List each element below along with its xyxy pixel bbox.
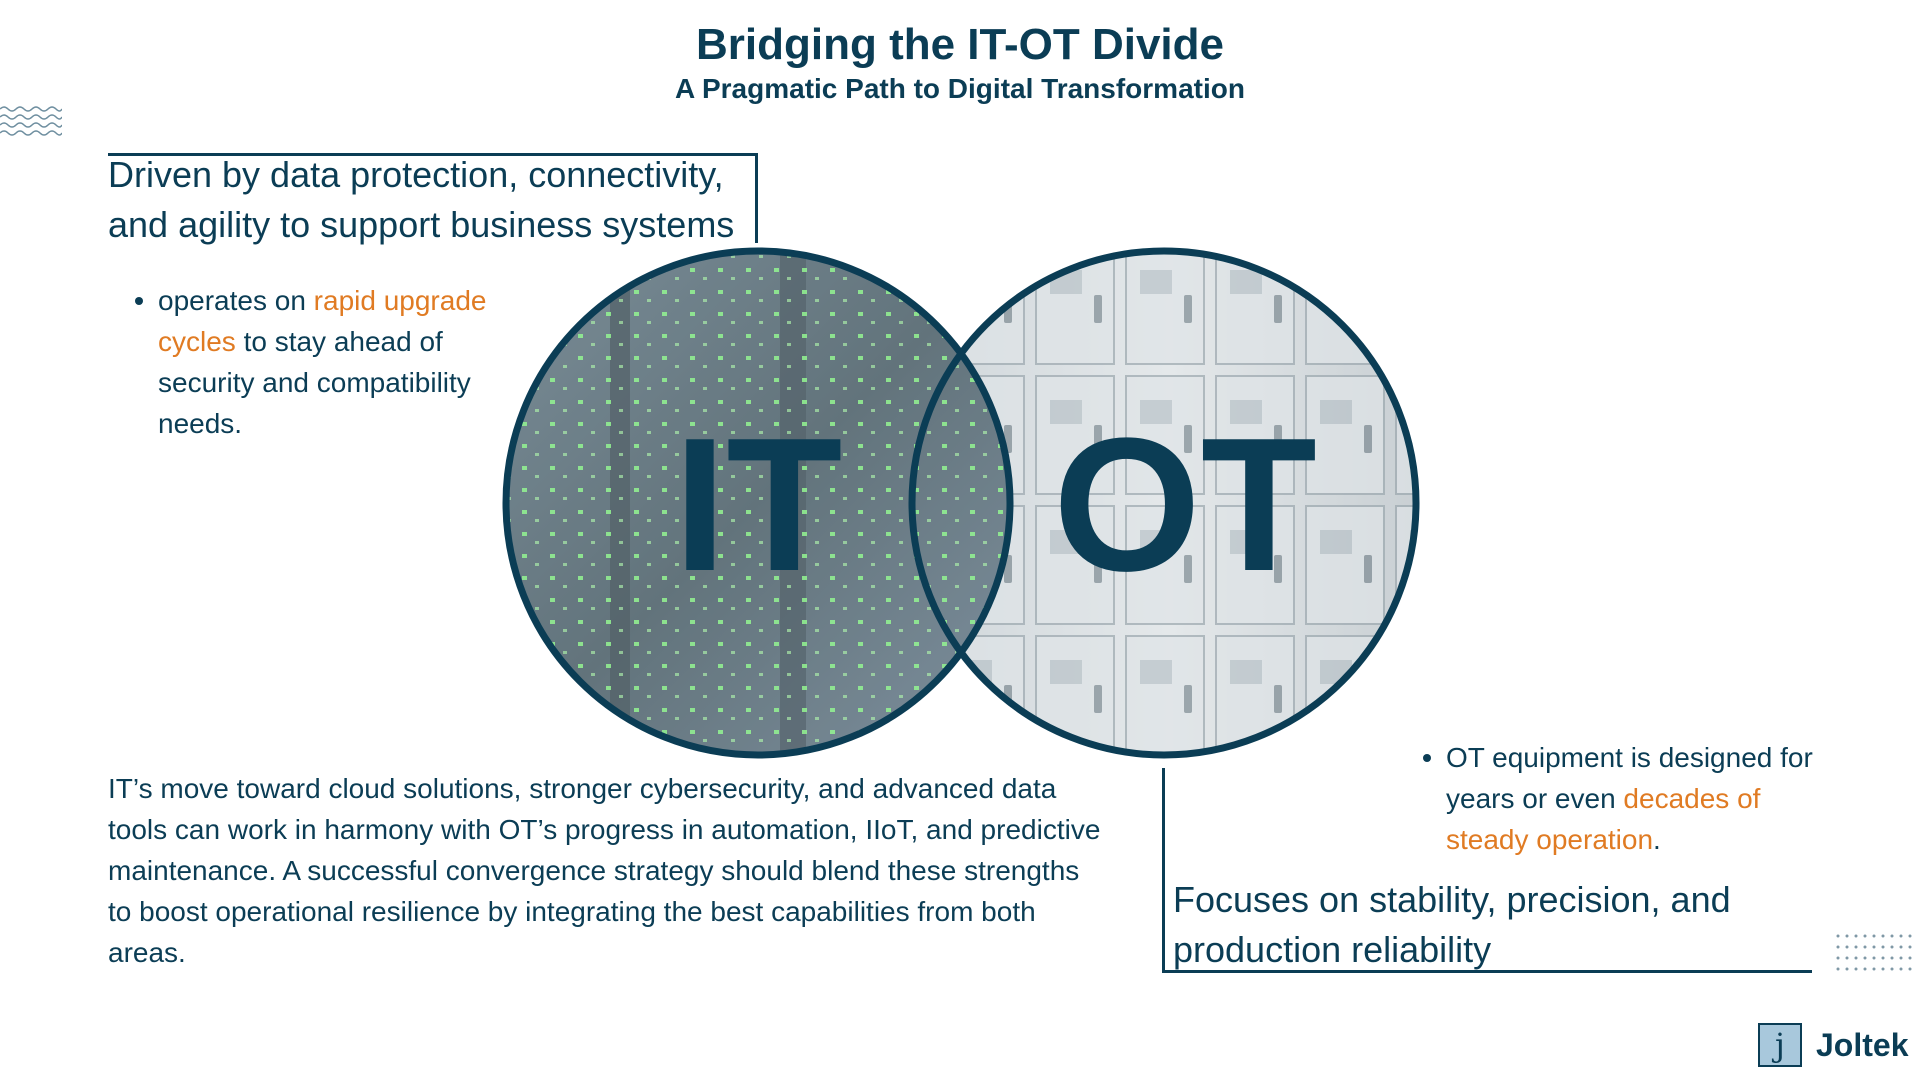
ot-bullet-item: OT equipment is designed for years or ev… bbox=[1396, 737, 1816, 860]
ot-bullet-text: OT equipment is designed for years or ev… bbox=[1446, 742, 1813, 814]
ot-heading-bracket bbox=[1162, 768, 1812, 973]
page-subtitle: A Pragmatic Path to Digital Transformati… bbox=[675, 73, 1245, 104]
ot-circle bbox=[908, 247, 1420, 759]
it-bullet-item: operates on rapid upgrade cycles to stay… bbox=[108, 280, 528, 444]
it-heading-bracket bbox=[108, 153, 758, 243]
it-bullet-text-end: to stay ahead of security and compatibil… bbox=[158, 326, 471, 439]
joltek-logo[interactable]: j Joltek bbox=[1758, 1023, 1908, 1067]
it-bullet-text: operates on bbox=[158, 285, 314, 316]
ot-bullet-list: OT equipment is designed for years or ev… bbox=[1396, 737, 1816, 860]
it-ot-venn-diagram: IT OT bbox=[502, 247, 1420, 759]
dot-grid-decoration-icon bbox=[1836, 934, 1912, 971]
ot-bullet-highlight: decades of steady operation bbox=[1446, 783, 1761, 855]
it-background-image bbox=[506, 251, 1010, 755]
it-bullet-highlight: rapid upgrade cycles bbox=[158, 285, 487, 357]
joltek-logo-text: Joltek bbox=[1816, 1026, 1909, 1063]
it-label: IT bbox=[674, 399, 843, 611]
it-circle bbox=[502, 247, 1014, 759]
page-title: Bridging the IT-OT Divide bbox=[696, 20, 1224, 69]
it-heading: Driven by data protection, connectivity,… bbox=[108, 154, 735, 245]
it-bullet-list: operates on rapid upgrade cycles to stay… bbox=[108, 280, 528, 444]
joltek-logo-icon: j bbox=[1758, 1023, 1802, 1067]
convergence-paragraph: IT’s move toward cloud solutions, strong… bbox=[108, 773, 1101, 968]
wave-decoration-icon bbox=[0, 106, 62, 136]
ot-label: OT bbox=[1053, 399, 1317, 611]
ot-heading: Focuses on stability, precision, and pro… bbox=[1173, 879, 1731, 970]
ot-bullet-text-end: . bbox=[1653, 824, 1661, 855]
